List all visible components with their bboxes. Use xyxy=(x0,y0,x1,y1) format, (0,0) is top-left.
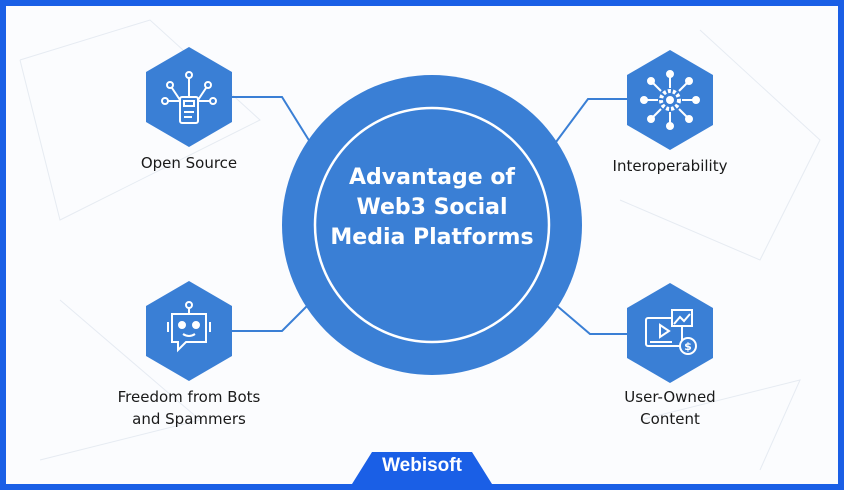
svg-text:$: $ xyxy=(684,340,692,353)
hex-interoperability xyxy=(627,50,713,150)
label-bots-text: Freedom from Bots and Spammers xyxy=(117,388,261,428)
brand-logo: Webisoft xyxy=(382,455,462,476)
logo-tab xyxy=(352,452,492,484)
hex-user-owned: $ xyxy=(627,283,713,383)
gear-network-icon xyxy=(640,70,700,130)
center-ring xyxy=(313,106,551,344)
center-circle xyxy=(282,75,582,375)
connector-lines xyxy=(232,96,628,335)
robot-chat-icon xyxy=(167,301,211,353)
center-title: Advantage of Web3 Social Media Platforms xyxy=(330,165,534,250)
document-network-icon xyxy=(161,71,217,124)
media-dollar-icon xyxy=(645,309,697,355)
label-bots: Freedom from Bots and Spammers xyxy=(79,386,299,430)
label-user-owned: User-Owned Content xyxy=(560,386,780,430)
label-open-source: Open Source xyxy=(140,154,238,172)
hex-bots xyxy=(146,281,232,381)
label-user-owned-text: User-Owned Content xyxy=(624,388,716,428)
label-interoperability: Interoperability xyxy=(612,157,728,175)
hex-open-source xyxy=(146,47,232,147)
background-network xyxy=(19,19,821,471)
